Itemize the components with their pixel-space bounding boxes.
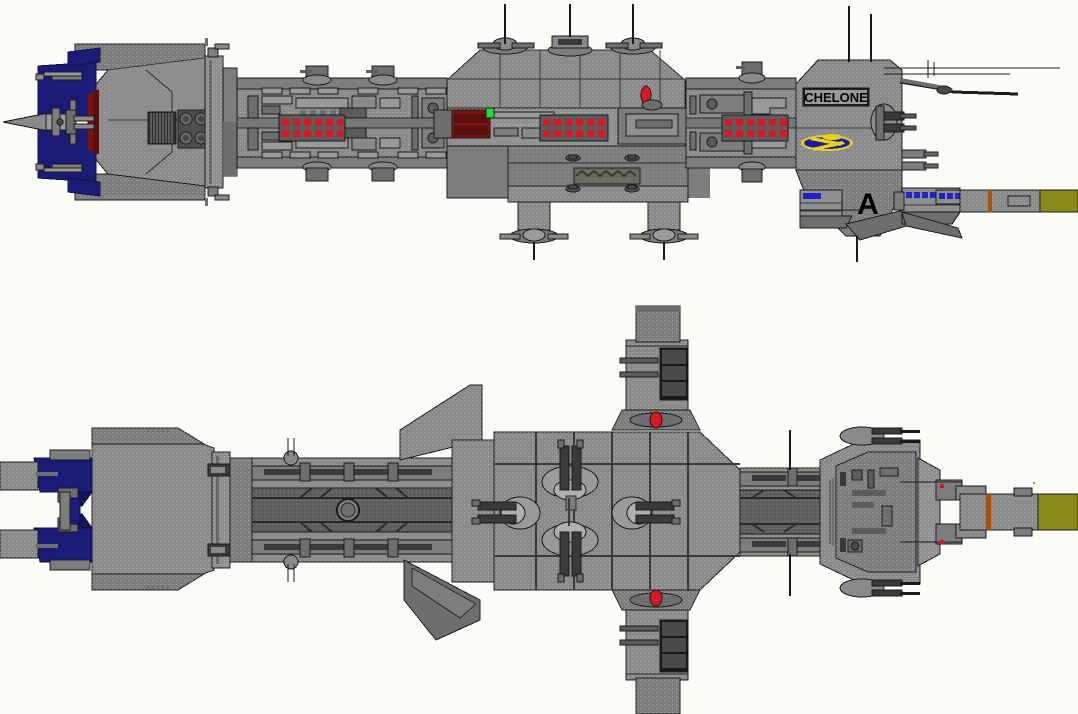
lance-tip (1039, 189, 1078, 213)
side-view: CHELONE (2, 4, 1078, 262)
pod-exhaust-vents-port (659, 347, 689, 401)
spine-rail-blocks-top (261, 87, 447, 95)
spine-rail-blocks-bottom (261, 151, 447, 159)
dorsal-turret-starboard (605, 4, 663, 55)
spine-rail-bottom (236, 156, 448, 169)
landing-strut-port (499, 201, 569, 260)
bow-lance-assembly (893, 149, 1078, 239)
antenna-mast (848, 6, 850, 62)
top-lance-tip (1037, 493, 1078, 531)
bow-gun-mount (870, 103, 917, 141)
top-lateral-turret-starboard (611, 496, 681, 530)
top-bow-greebles (829, 467, 899, 553)
top-sensor-ball-starboard (283, 554, 299, 582)
top-bow-turret-starboard (839, 578, 920, 598)
spine-equipment-upper (247, 95, 445, 119)
top-forward-spine (739, 430, 833, 596)
top-centerline-turret-fore (541, 439, 599, 511)
ventral-vent-panel (573, 167, 641, 185)
status-light-green (485, 107, 495, 119)
spine-truss-forward (685, 61, 797, 183)
pod-exhaust-vents-starboard (659, 619, 689, 673)
stern-engine-assembly (2, 38, 238, 206)
engine-nozzle-lower (37, 127, 97, 183)
landing-strut-starboard (629, 201, 699, 260)
engine-radiator-grille (147, 111, 177, 145)
antenna-mast (569, 4, 571, 37)
stern-maneuvering-arms (35, 71, 83, 173)
spine-equipment-lower (247, 127, 445, 151)
ship-insignia (801, 134, 853, 151)
top-sensor-ball-port (283, 438, 299, 466)
pod-beacon-light (649, 589, 663, 607)
antenna-mast (504, 4, 506, 44)
lance-accent-band (988, 190, 992, 212)
spine-turret-dorsal-1 (300, 65, 332, 86)
top-view (0, 305, 1078, 714)
engine-nozzle-upper (37, 61, 97, 117)
engine-nozzle-lower-outer (67, 177, 101, 197)
top-bow-turret-port (839, 426, 920, 446)
top-spine-rail-starboard (251, 538, 453, 558)
top-lance-accent-band (986, 494, 991, 530)
top-central-hull (399, 384, 741, 641)
top-bow-lance (900, 481, 1078, 544)
central-hull (433, 4, 710, 260)
hangar-bay (433, 107, 495, 139)
nameplate: CHELONE (802, 87, 870, 107)
missile-cell-array-aft (278, 114, 346, 142)
antenna-mast (870, 14, 872, 62)
top-centerline-turret-aft (541, 521, 599, 583)
dorsal-beacon (640, 85, 663, 111)
central-sensor-module (617, 107, 687, 145)
pod-beacon-light (649, 411, 663, 429)
bow-window-band-port (799, 189, 843, 217)
forward-spine-turret-ventral (738, 161, 766, 183)
spine-turret-dorsal-2 (366, 65, 398, 86)
missile-cell-array-central (539, 114, 609, 142)
forward-spine-turret-dorsal (736, 61, 766, 84)
ship-nameplate-text: CHELONE (804, 90, 868, 105)
spine-rail-top (236, 77, 448, 90)
top-spine-rail-port (251, 462, 453, 482)
top-engine-nozzles (33, 457, 93, 563)
spine-turret-ventral-1 (302, 161, 332, 182)
top-lateral-turret-port (471, 496, 541, 530)
missile-cell-array-forward (721, 114, 789, 142)
top-bow-section (819, 426, 987, 598)
dorsal-turret-center (547, 4, 593, 57)
hull-code-letter: A (857, 188, 879, 221)
spine-turret-ventral-2 (368, 161, 398, 182)
spine-truss-aft (236, 65, 448, 182)
top-stern-assembly (0, 427, 253, 591)
antenna-mast (632, 4, 634, 44)
bow-superstructure: CHELONE (795, 6, 1060, 262)
engine-nozzle-upper-outer (67, 47, 101, 67)
wing-engine-pod-port (611, 305, 701, 431)
dorsal-turret-port (477, 4, 535, 55)
wing-engine-pod-starboard (611, 589, 701, 714)
top-spine-truss (251, 438, 453, 582)
tail-probe-assembly (2, 99, 95, 145)
